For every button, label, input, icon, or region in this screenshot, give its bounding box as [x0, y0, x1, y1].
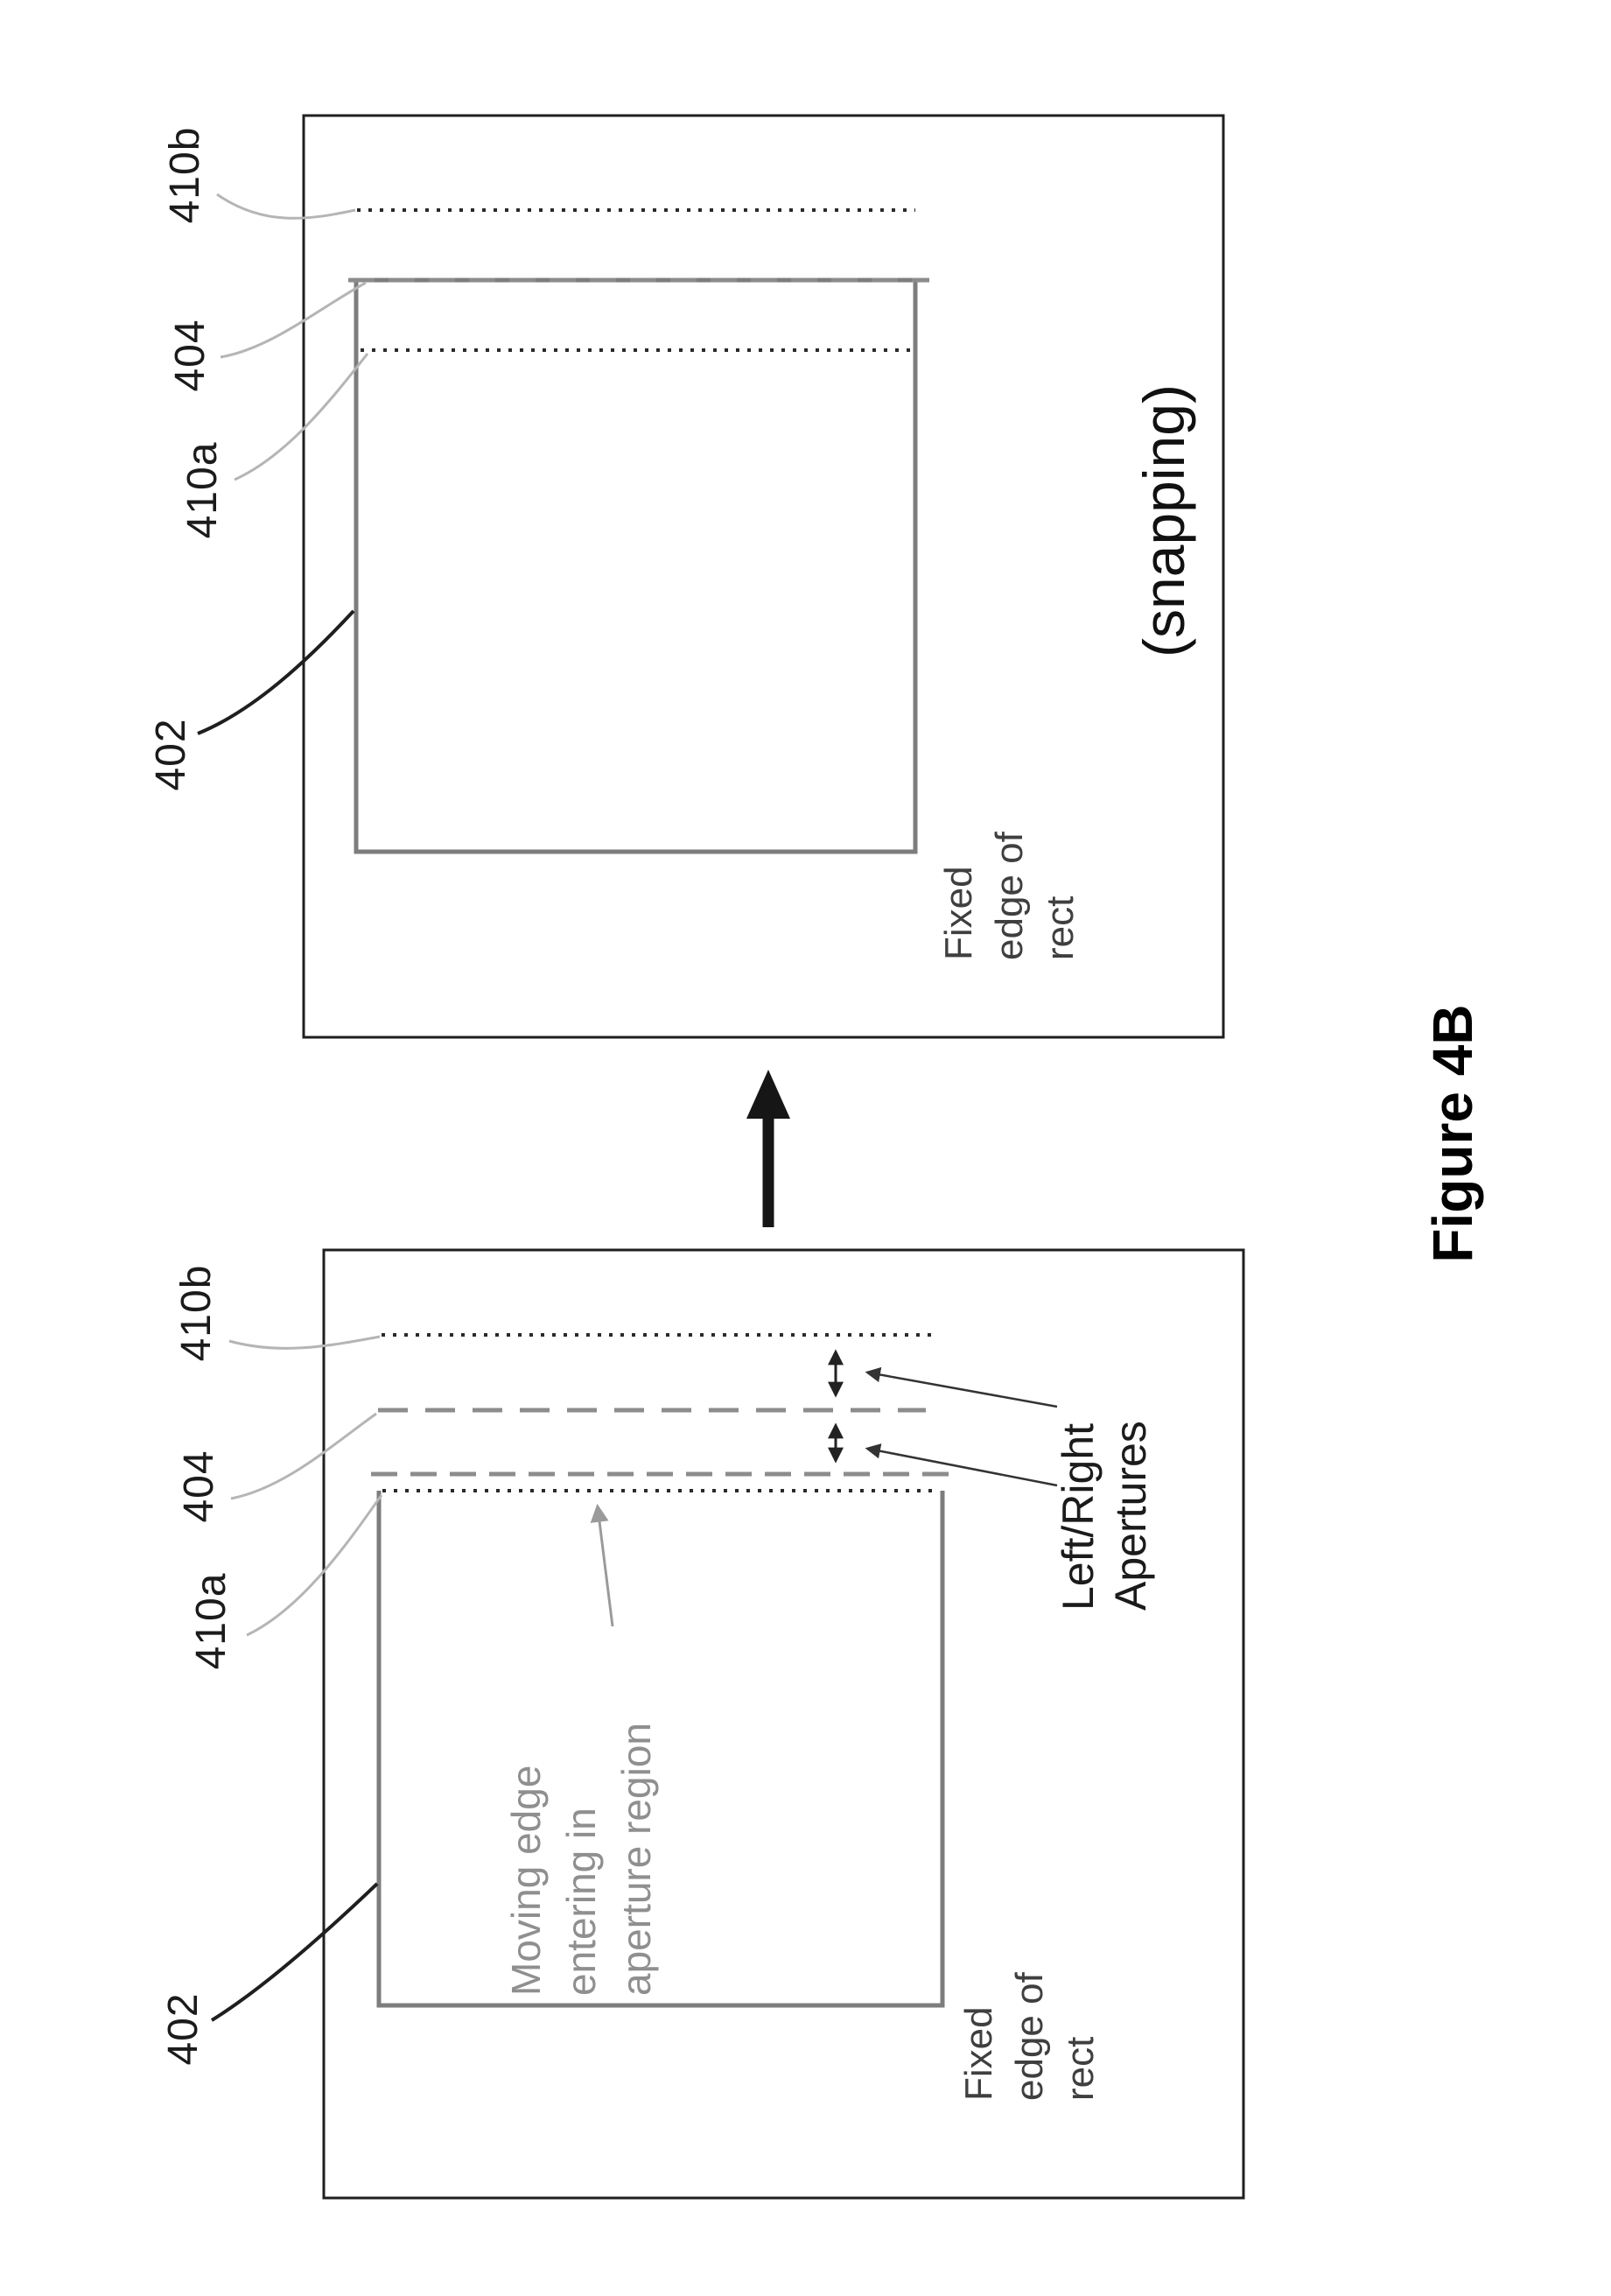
ref-label-410a-before: 410a: [188, 1572, 235, 1670]
leader-410a-after: [234, 353, 369, 481]
transition-arrow: [746, 1070, 790, 1227]
apertures-pointer-upper: [865, 1366, 1058, 1408]
leader-404-after: [220, 281, 367, 359]
ref-label-410b-after: 410b: [162, 126, 208, 224]
transition-arrow-head: [746, 1070, 790, 1119]
fixed-edge-label-before: Fixed edge of rect: [957, 1972, 1102, 2101]
ref-label-410a-after: 410a: [179, 441, 226, 539]
panel-before-border: [322, 1248, 1245, 2200]
leader-404-before: [230, 1412, 377, 1500]
ref-label-404-before: 404: [176, 1450, 222, 1523]
panel-before-linework: [210, 1248, 1245, 2200]
ref-label-410b-before: 410b: [173, 1264, 220, 1362]
leader-402-before: [210, 1882, 379, 2022]
apertures-pointer-lower: [865, 1443, 1058, 1487]
panel-after-border: [302, 114, 1225, 1039]
ref-label-402-after: 402: [148, 718, 194, 791]
ref-label-404-after: 404: [167, 319, 214, 392]
fixed-edge-label-after: Fixed edge of rect: [937, 832, 1082, 960]
moving-edge-label: Moving edge entering in aperture region: [503, 1723, 659, 1996]
moving-edge-pointer: [590, 1503, 614, 1627]
ref-label-402-before: 402: [160, 1992, 207, 2066]
leader-402-after: [197, 609, 355, 735]
rect-402-before: [376, 1491, 945, 2008]
apertures-label: Left/Right Apertures: [1054, 1421, 1155, 1611]
panel-after-linework: [197, 114, 1225, 1039]
snapping-caption: (snapping): [1131, 384, 1196, 657]
leader-410b-before: [228, 1335, 381, 1350]
rect-402-after: [354, 277, 918, 854]
leader-410b-after: [216, 193, 356, 220]
leader-410a-before: [246, 1494, 383, 1637]
figure-caption: Figure 4B: [1421, 1004, 1484, 1263]
